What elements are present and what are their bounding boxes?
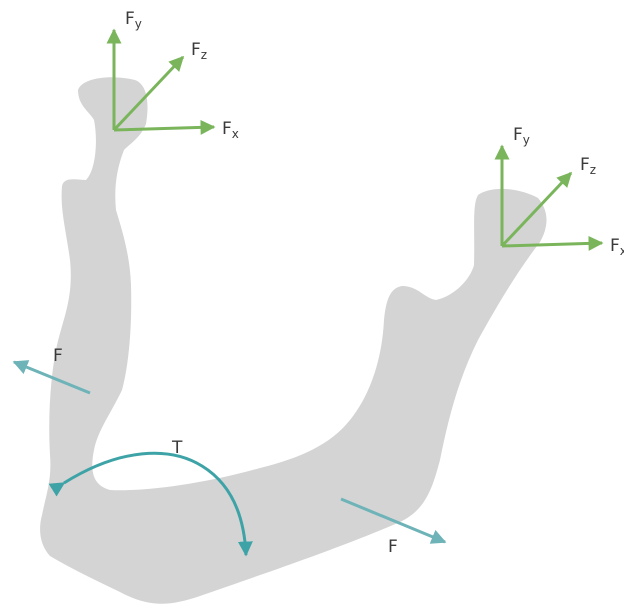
- torque-label: T: [171, 438, 183, 458]
- svg-text:Fy: Fy: [125, 9, 142, 31]
- svg-text:Fz: Fz: [191, 40, 207, 62]
- left-fx-arrow: [113, 119, 216, 135]
- left-fz-label: F: [191, 40, 201, 60]
- left-force-arrow: [12, 360, 91, 395]
- right-force-label: F: [388, 537, 398, 557]
- svg-text:Fx: Fx: [222, 119, 239, 141]
- right-fx-arrow: [501, 235, 604, 251]
- right-fz-arrow: [500, 171, 573, 248]
- mandible-bone-shape: [40, 77, 547, 604]
- left-condyle-axes: Fy Fz Fx: [106, 9, 239, 141]
- right-condyle-axes: Fy Fz Fx: [494, 125, 624, 258]
- left-force: F: [12, 346, 91, 395]
- right-force-arrow: [340, 497, 447, 544]
- right-fz-label: F: [580, 155, 590, 175]
- svg-text:Fx: Fx: [610, 236, 624, 258]
- right-fy-subscript: y: [523, 133, 530, 147]
- svg-text:Fz: Fz: [580, 155, 596, 177]
- left-fx-label: F: [222, 119, 232, 139]
- torque: T: [48, 438, 253, 557]
- left-fx-subscript: x: [232, 127, 239, 141]
- right-fx-label: F: [610, 236, 620, 256]
- left-fy-subscript: y: [135, 17, 142, 31]
- right-fy-label: F: [513, 125, 523, 145]
- right-fx-subscript: x: [620, 244, 624, 258]
- left-fz-arrow: [112, 55, 185, 132]
- left-force-label: F: [53, 346, 63, 366]
- svg-text:Fy: Fy: [513, 125, 530, 147]
- right-fz-subscript: z: [590, 163, 596, 177]
- left-fz-subscript: z: [201, 48, 207, 62]
- torque-arc-arrow: [48, 451, 253, 557]
- left-fy-label: F: [125, 9, 135, 29]
- right-force: F: [340, 497, 447, 557]
